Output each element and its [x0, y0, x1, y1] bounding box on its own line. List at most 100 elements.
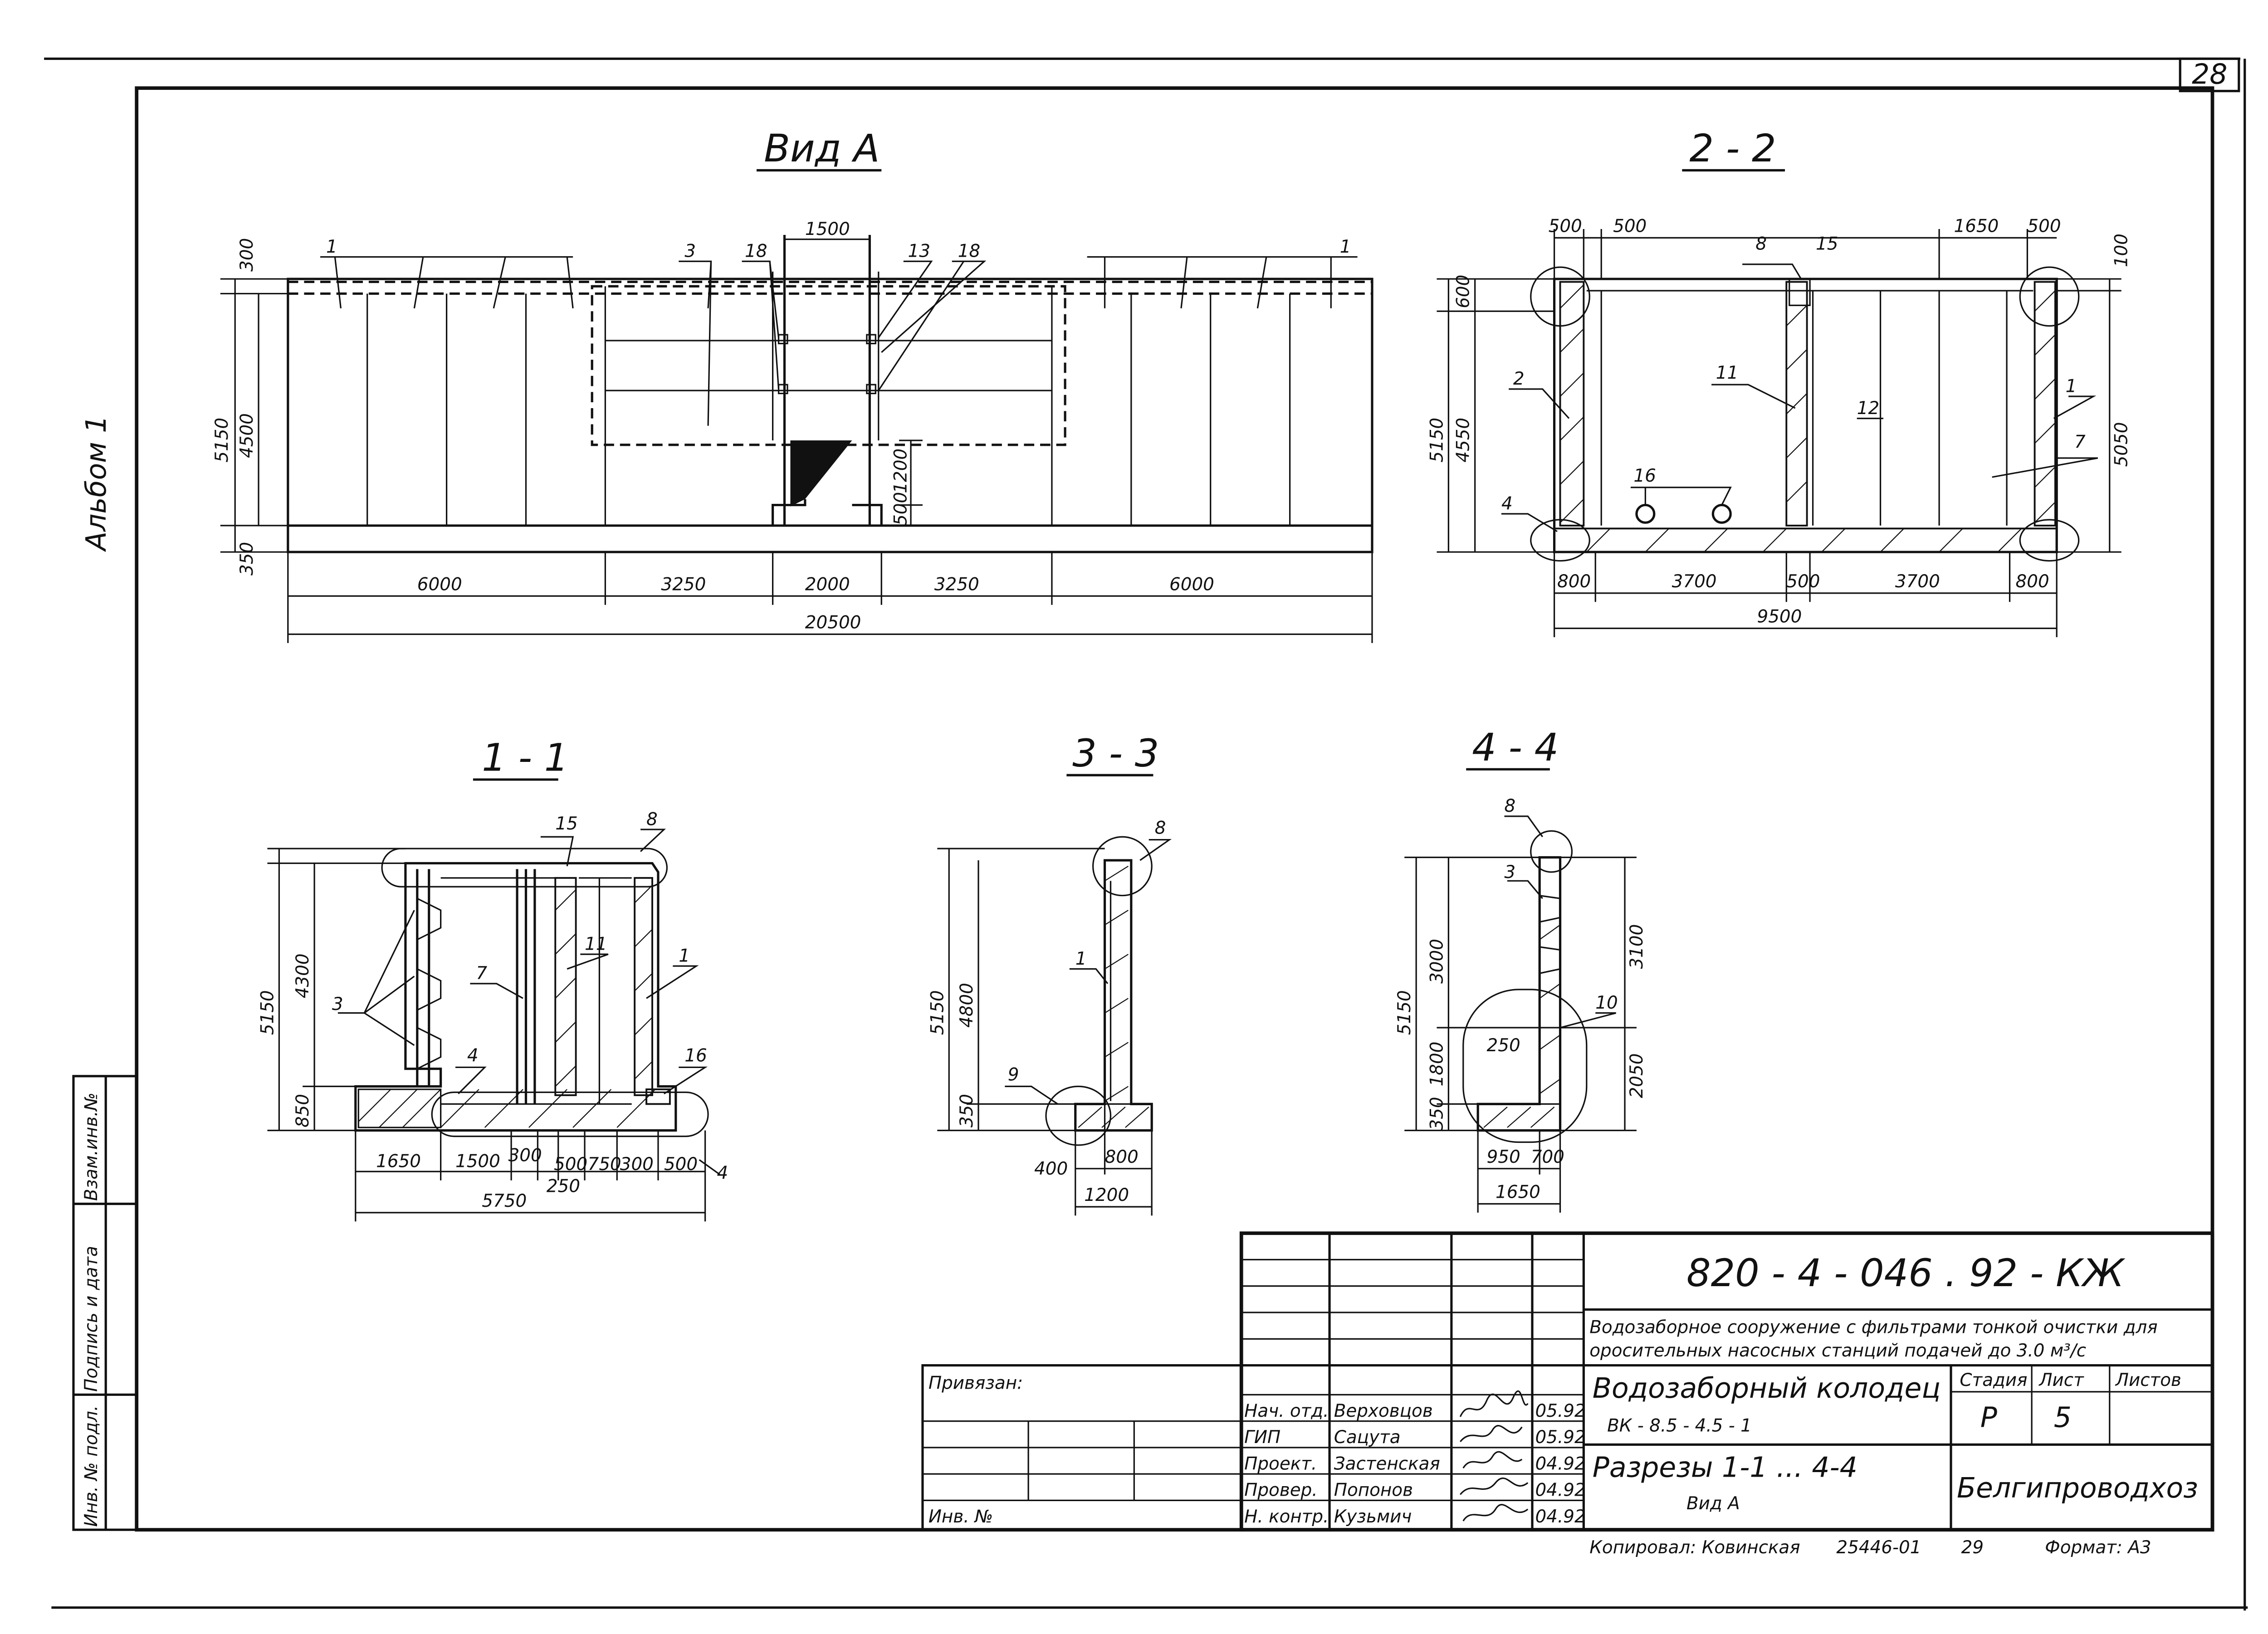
signer-name-4: Попонов [1334, 1480, 1413, 1501]
s33-dim-4800: 4800 [957, 983, 977, 1028]
s33-label-9: 9 [1008, 1065, 1019, 1085]
view-a-dim-350: 350 [237, 542, 257, 576]
signer-role-5: Н. контр. [1244, 1507, 1329, 1527]
view-a-label-1-left: 1 [326, 237, 337, 257]
s22-label-8: 8 [1755, 234, 1767, 254]
view-a-label-13: 13 [908, 241, 930, 262]
s44-dim-3100: 3100 [1627, 924, 1647, 969]
view-a-dim-3250-left: 3250 [661, 574, 706, 595]
s11-label-4-outer: 4 [717, 1163, 728, 1183]
s22-label-11: 11 [1716, 363, 1738, 383]
s11-label-16: 16 [684, 1046, 707, 1066]
s22-dim-800-right: 800 [2016, 571, 2049, 592]
s44-dim-2050: 2050 [1627, 1054, 1647, 1098]
sheets-label: Листов [2115, 1370, 2181, 1390]
s11-dim-300-a: 300 [508, 1146, 542, 1166]
view-a: Вид А [212, 126, 1374, 643]
s22-dim-3700-left: 3700 [1672, 571, 1717, 592]
s11-dim-5150: 5150 [257, 990, 278, 1035]
view-a-label-18-left: 18 [745, 241, 767, 262]
object-name: Водозаборный колодец [1593, 1372, 1941, 1405]
sheet-number: 28 [2192, 58, 2227, 91]
s11-dim-300-b: 300 [620, 1154, 654, 1175]
s22-label-2: 2 [1513, 369, 1525, 389]
side-stamp-podpis: Подпись и дата [81, 1246, 102, 1392]
s33-label-1: 1 [1075, 949, 1087, 969]
s22-dim-4550: 4550 [1453, 418, 1474, 463]
signer-role-1: Нач. отд. [1244, 1401, 1329, 1421]
section-1-1: 1 - 1 [257, 736, 728, 1222]
s33-dim-800: 800 [1105, 1147, 1139, 1167]
s22-dim-500-mid: 500 [1786, 571, 1820, 592]
section-2-2-title: 2 - 2 [1690, 126, 1776, 171]
s44-dim-350: 350 [1427, 1097, 1447, 1131]
section-1-1-title: 1 - 1 [482, 736, 568, 780]
s44-label-3: 3 [1504, 862, 1515, 883]
inv-no-label: Инв. № [929, 1507, 993, 1527]
section-3-3: 3 - 3 8 1 9 5150 4800 350 400 [927, 731, 1172, 1216]
s44-dim-1650: 1650 [1496, 1182, 1540, 1203]
sheet-no-value: 5 [2054, 1401, 2072, 1434]
stage-value: Р [1980, 1401, 1997, 1434]
sheet-title-line1: Разрезы 1-1 ... 4-4 [1593, 1451, 1857, 1484]
s22-label-1: 1 [2066, 376, 2077, 396]
signer-role-4: Провер. [1244, 1480, 1317, 1501]
s11-label-1: 1 [679, 946, 690, 966]
signer-role-2: ГИП [1244, 1427, 1281, 1448]
s11-label-7: 7 [476, 963, 487, 984]
s11-dim-850: 850 [293, 1094, 313, 1127]
s11-label-8: 8 [646, 809, 658, 829]
s33-dim-5150: 5150 [927, 990, 948, 1035]
footer-copied: Копировал: Ковинская [1589, 1537, 1800, 1558]
s33-dim-1200: 1200 [1084, 1185, 1129, 1205]
s11-dim-250: 250 [547, 1176, 580, 1197]
side-stamp: Инв. № подл. Подпись и дата Взам.инв.№ [72, 1075, 138, 1531]
view-a-dim-1200: 1200 [890, 449, 911, 493]
s22-dim-600: 600 [1453, 275, 1474, 308]
s22-label-7: 7 [2074, 432, 2086, 452]
view-a-dim-3250-right: 3250 [934, 574, 979, 595]
s44-dim-3000: 3000 [1427, 939, 1447, 984]
s44-label-10: 10 [1595, 993, 1618, 1013]
object-code: ВК - 8.5 - 4.5 - 1 [1607, 1415, 1752, 1436]
s22-dim-500-b: 500 [1613, 216, 1647, 236]
view-a-title: Вид А [764, 126, 880, 171]
s44-dim-950: 950 [1487, 1147, 1520, 1167]
section-2-2: 2 - 2 [1427, 126, 2132, 637]
footer: Копировал: Ковинская 25446-01 29 Формат:… [1589, 1537, 2151, 1558]
s11-dim-500: 500 [554, 1154, 587, 1175]
section-4-4: 4 - 4 8 3 10 5150 3000 1800 350 250 [1394, 725, 1647, 1213]
s22-dim-100: 100 [2112, 234, 2132, 267]
footer-order: 25446-01 [1836, 1537, 1921, 1558]
description-line1: Водозаборное сооружение с фильтрами тонк… [1589, 1317, 2157, 1337]
s11-dim-1500: 1500 [455, 1151, 500, 1172]
s11-label-15: 15 [555, 814, 577, 834]
footer-format: Формат: А3 [2045, 1537, 2151, 1558]
s22-dim-800-left: 800 [1557, 571, 1591, 592]
side-stamp-inv-podl: Инв. № подл. [81, 1405, 102, 1527]
view-a-dim-1500: 1500 [805, 219, 850, 239]
s44-dim-250: 250 [1487, 1035, 1520, 1056]
album-label: Альбом 1 [80, 415, 112, 552]
s11-dim-500-right: 500 [664, 1154, 698, 1175]
side-stamp-vzam: Взам.инв.№ [81, 1093, 102, 1201]
s22-dim-500-c: 500 [2027, 216, 2061, 236]
title-block: Привязан: Инв. № Нач. отд. Верховцов 05.… [921, 1231, 2214, 1532]
signer-name-2: Сацута [1334, 1427, 1401, 1448]
signer-date-3: 04.92 [1535, 1454, 1585, 1474]
description-line2: оросительных насосных станций подачей до… [1589, 1341, 2086, 1361]
view-a-dim-2000: 2000 [805, 574, 850, 595]
s33-label-8: 8 [1155, 818, 1166, 839]
s22-label-15: 15 [1816, 234, 1838, 254]
signer-date-1: 05.92 [1535, 1401, 1585, 1421]
s22-label-12: 12 [1857, 398, 1879, 419]
s44-dim-700: 700 [1531, 1147, 1564, 1167]
view-a-dim-6000-left: 6000 [417, 574, 462, 595]
signature-marks [1459, 1390, 1529, 1522]
s11-label-3: 3 [332, 994, 343, 1015]
organization-name: Белгипроводхоз [1957, 1472, 2198, 1504]
signer-name-1: Верховцов [1334, 1401, 1433, 1421]
sheet-title-line2: Вид А [1686, 1493, 1740, 1514]
view-a-dim-4500: 4500 [237, 413, 257, 458]
